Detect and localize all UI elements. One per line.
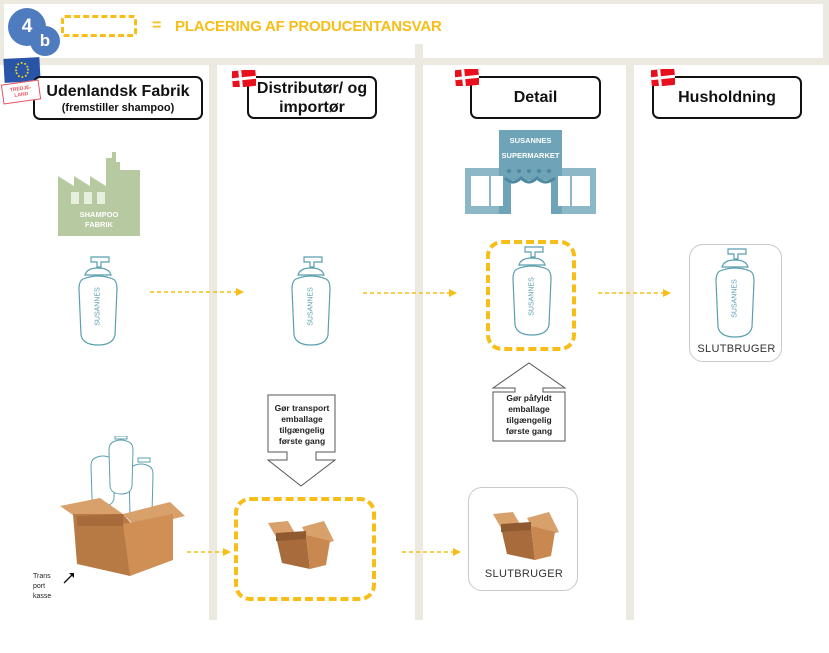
column-header-retail: Detail [470,76,601,119]
danish-flag-icon [232,70,256,87]
supermarket-icon: SUSANNES SUPERMARKET [463,130,598,214]
callout-line: Gør transport [274,403,330,413]
store-sign-line-1: SUSANNES [509,136,552,145]
store-sign-line-2: SUPERMARKET [501,151,560,160]
callout-line: emballage [508,404,550,414]
factory-icon: SHAMPOO FABRIK [58,148,140,236]
frame-border-top [0,0,829,4]
bottle-brand-label: SUSANNES [731,279,739,318]
callout-transport-packaging: Gør transport emballage tilgængelig førs… [268,403,336,447]
callout-line: første gang [505,426,553,436]
carton-box-icon [268,521,334,569]
column-subtitle: (fremstiller shampoo) [61,101,175,114]
label-line: Trans [33,573,51,580]
danish-flag-icon [455,69,479,86]
legend-dashed-box-icon [61,15,137,37]
callout-arrow-down [267,394,337,487]
column-divider-3 [626,58,634,620]
column-title: Udenlandsk Fabrik [46,82,190,100]
flow-arrow [363,289,457,297]
frame-border-left [0,0,4,62]
callout-arrow-up [491,362,567,442]
callout-line: tilgængelig [279,425,325,435]
bottle-brand-label: SUSANNES [528,277,536,316]
flow-arrow [598,289,671,297]
callout-line: Gør påfyldt [506,393,552,403]
step-badge-letter: b [30,26,60,56]
carton-box-icon [493,512,559,560]
banner-separator [0,58,829,65]
callout-line: emballage [281,414,323,424]
column-title: Husholdning [678,89,776,106]
frame-border-right [823,0,829,62]
flow-arrow [187,548,231,556]
label-line: kasse [33,593,52,600]
column-header-household: Husholdning [652,76,802,119]
column-header-foreign-factory: Udenlandsk Fabrik (fremstiller shampoo) [33,76,203,120]
factory-label-line-2: FABRIK [85,220,113,229]
callout-line: tilgængelig [506,415,552,425]
column-divider-2 [415,44,423,620]
column-divider-1 [209,58,217,620]
end-user-label: SLUTBRUGER [484,568,564,580]
legend-equals: = [152,17,162,34]
transport-box-with-bottles-icon [55,435,190,576]
label-line: port [33,583,46,590]
shampoo-bottle-icon: SUSANNES [710,247,760,339]
bottle-brand-label: SUSANNES [307,287,315,326]
callout-line: første gang [278,436,326,446]
factory-label-line-1: SHAMPOO [79,210,119,219]
producer-responsibility-highlight-box [234,497,376,601]
callout-filled-packaging: Gør påfyldt emballage tilgængelig første… [493,393,565,437]
producer-responsibility-highlight-bottle [486,240,576,351]
end-user-label: SLUTBRUGER [697,343,776,355]
column-subtitle: importør [279,98,345,116]
eu-flag-icon [3,57,41,83]
bottle-brand-label: SUSANNES [94,287,102,326]
danish-flag-icon [651,69,675,86]
shampoo-bottle-icon: SUSANNES [507,245,557,337]
shampoo-bottle-icon: SUSANNES [73,255,123,347]
flow-arrow [150,288,244,296]
end-user-bottle-card: SUSANNES SLUTBRUGER [689,244,782,362]
column-header-distributor: Distributør/ og importør [247,76,377,119]
column-title: Detail [513,89,558,106]
column-title: Distributør/ og [256,79,368,97]
pointer-arrow-icon [63,573,74,584]
shampoo-bottle-icon: SUSANNES [286,255,336,347]
end-user-carton-card: SLUTBRUGER [468,487,578,591]
legend-text: PLACERING AF PRODUCENTANSVAR [175,18,442,35]
transport-box-label: Trans port kasse [33,572,51,602]
flow-arrow [402,548,461,556]
